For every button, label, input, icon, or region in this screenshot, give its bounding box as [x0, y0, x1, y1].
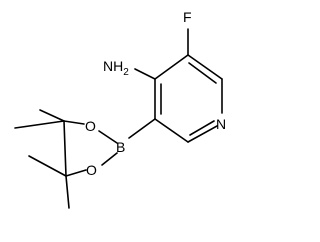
oxygen-bottom-label: O: [86, 162, 97, 178]
bond-c3-c4: [154, 54, 189, 80]
bond-c6-n1: [187, 125, 218, 143]
bond-b-o-bottom: [101, 152, 118, 166]
amine-label-main: NH: [103, 58, 123, 74]
methyl-groups: [14, 109, 70, 209]
bond-o-top-c: [63, 120, 85, 125]
amine-label: NH2: [103, 58, 129, 78]
oxygen-top-label: O: [85, 118, 96, 134]
boron-label: B: [116, 139, 125, 155]
methyl-top-left: [14, 120, 65, 129]
dioxaborolane-ring: [63, 120, 118, 177]
bond-b-o-top: [98, 130, 118, 144]
amine-label-subscript: 2: [123, 67, 129, 78]
bond-c2-c3: [187, 54, 223, 80]
pyridine-nitrogen-label: N: [216, 116, 226, 132]
bond-o-bottom-c: [65, 169, 87, 177]
bond-c4-n: [134, 68, 156, 80]
pyridine-ring: [154, 54, 223, 143]
structure-diagram: F NH2 N B O O: [14, 9, 226, 209]
bond-c6-n1-inner: [189, 120, 215, 136]
bond-c5-c6: [154, 118, 189, 143]
fluorine-label: F: [183, 9, 192, 25]
methyl-top-up: [39, 109, 65, 122]
bond-c5-b: [128, 118, 156, 139]
bond-c2-c3-inner: [188, 62, 217, 84]
bond-c-c-ring: [63, 120, 67, 177]
methyl-bottom-left: [28, 155, 67, 177]
methyl-bottom-down: [65, 175, 70, 209]
